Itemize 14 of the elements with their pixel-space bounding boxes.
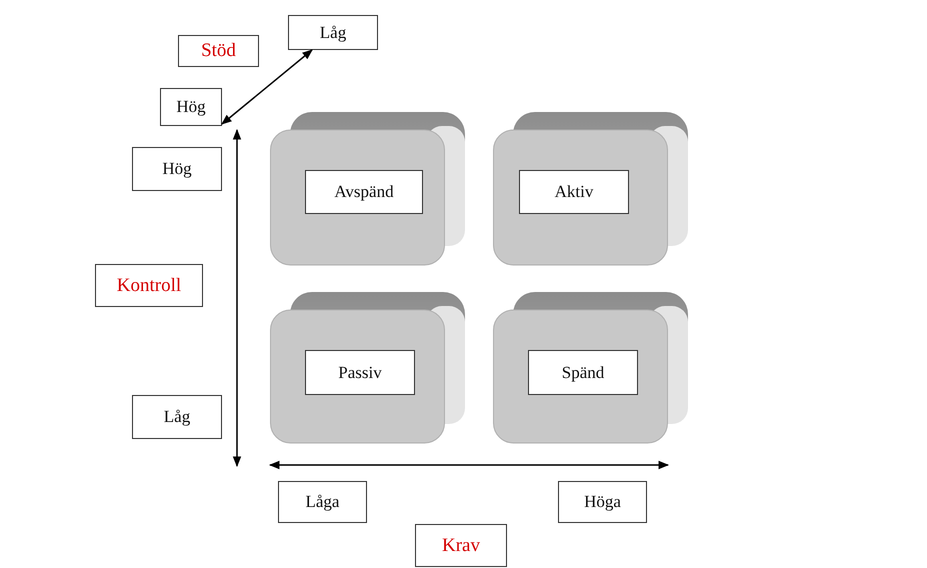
label-box: Höga (558, 481, 647, 523)
label-box: Avspänd (305, 170, 423, 214)
label-box: Passiv (305, 350, 415, 395)
label-box: Hög (160, 88, 222, 126)
label-box: Låg (132, 395, 222, 439)
axis-title: Kontroll (95, 264, 203, 307)
label-box: Aktiv (519, 170, 629, 214)
axis-title: Stöd (178, 35, 259, 67)
label-box: Spänd (528, 350, 638, 395)
label-box: Låga (278, 481, 367, 523)
axis-title: Krav (415, 524, 507, 567)
label-box: Låg (288, 15, 378, 50)
label-box: Hög (132, 147, 222, 191)
arrow (221, 49, 313, 125)
